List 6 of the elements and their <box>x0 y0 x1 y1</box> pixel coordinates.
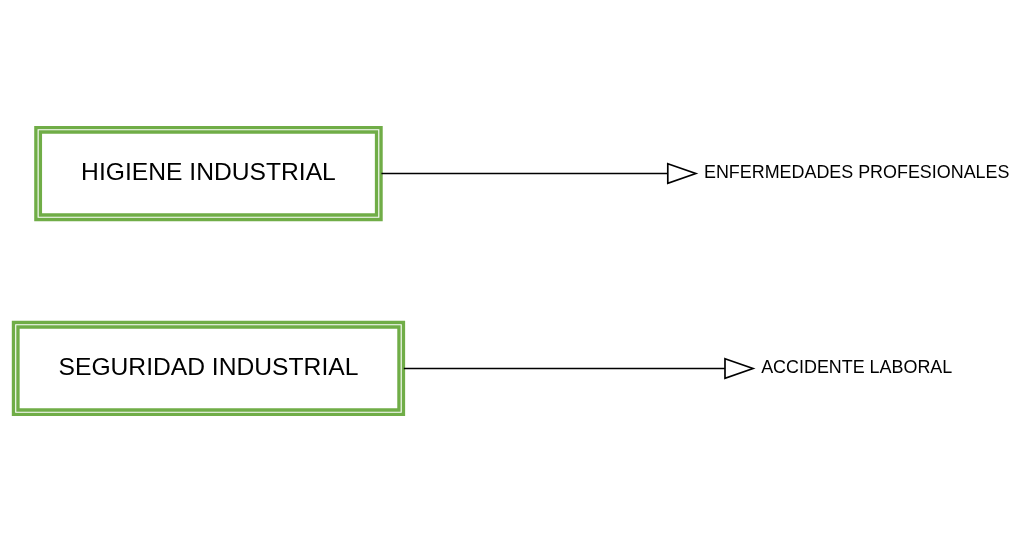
node-box: SEGURIDAD INDUSTRIAL <box>11 320 405 417</box>
node-text: ENFERMEDADES PROFESIONALES <box>703 161 1009 182</box>
node-text: ACCIDENTE LABORAL <box>760 356 952 377</box>
arrow <box>380 162 698 185</box>
arrow <box>402 357 756 380</box>
node-box: HIGIENE INDUSTRIAL <box>33 125 383 222</box>
